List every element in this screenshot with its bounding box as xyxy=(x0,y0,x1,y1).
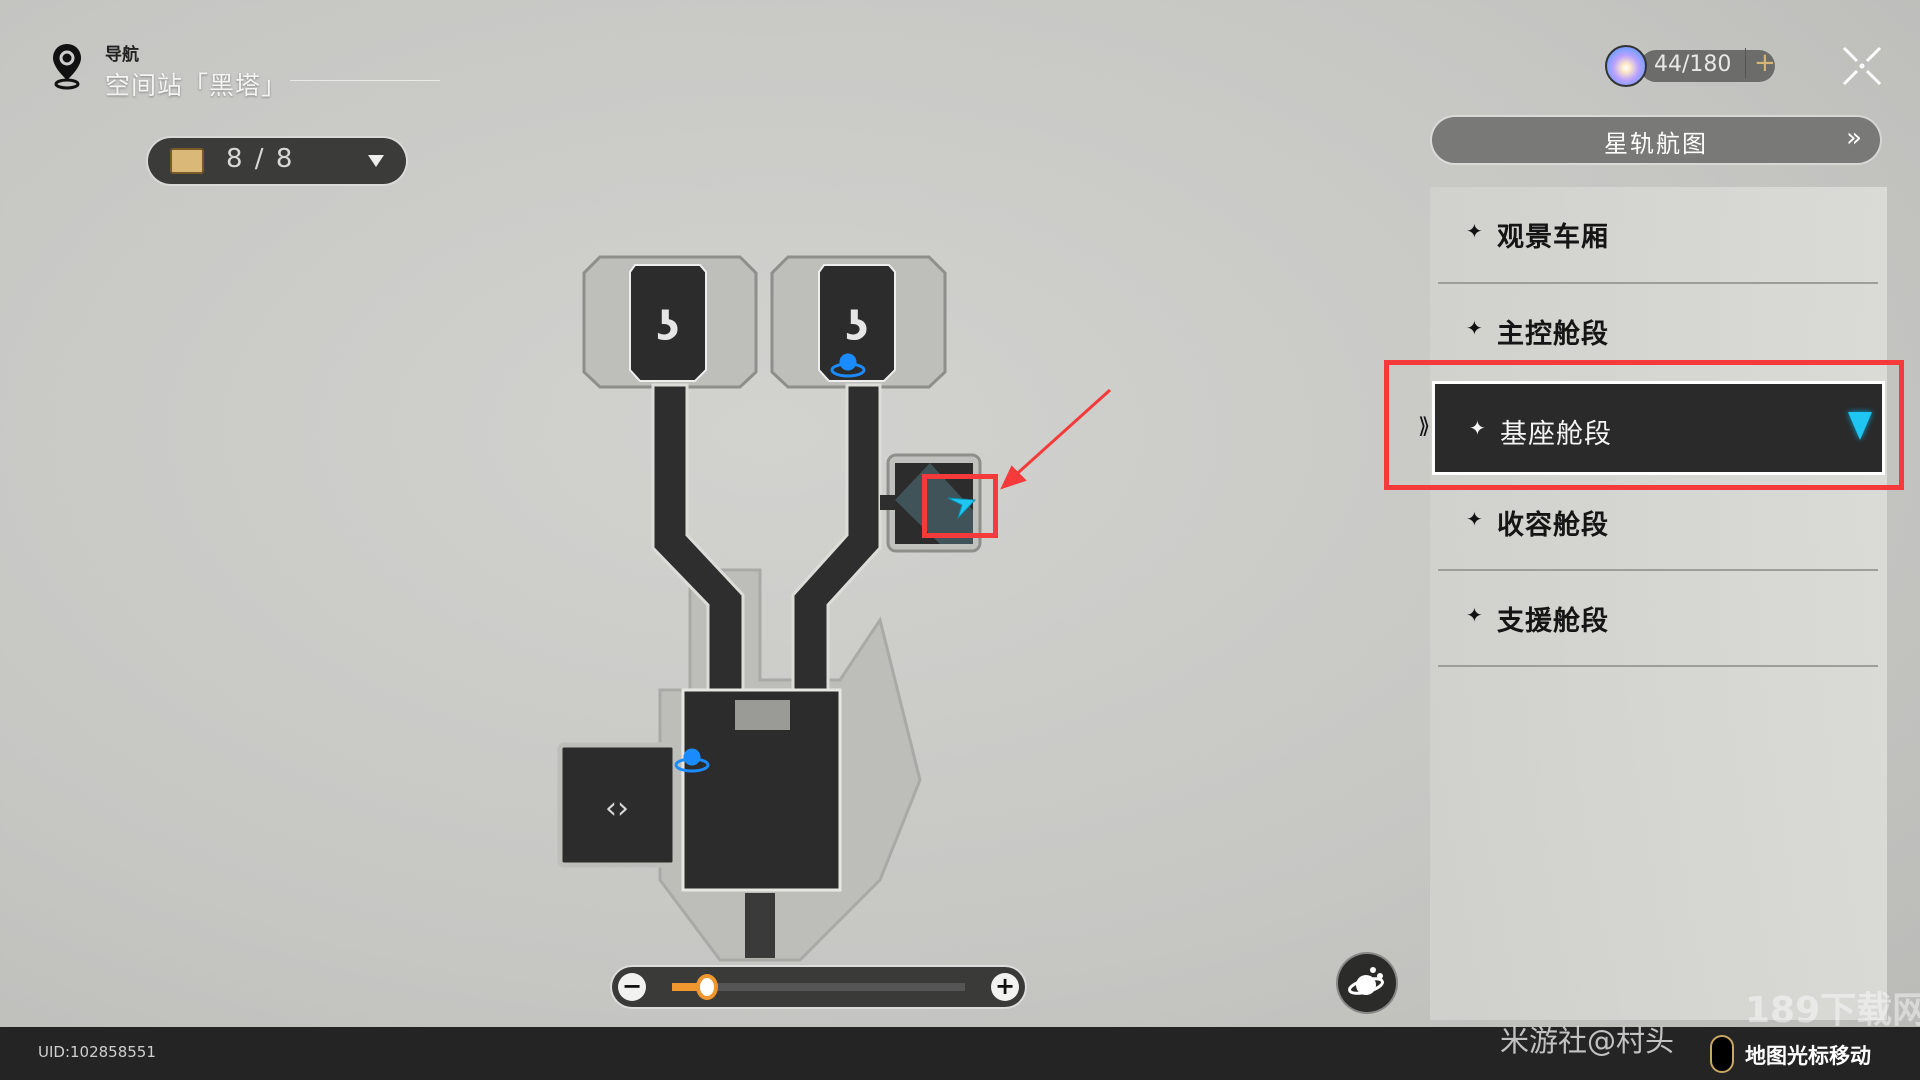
area-item-storage-zone[interactable]: ✦ 收容舱段 xyxy=(1432,475,1885,569)
star-icon: ✦ xyxy=(1466,507,1483,531)
zoom-in-button[interactable]: + xyxy=(991,973,1019,1001)
nav-label: 导航 xyxy=(105,45,139,65)
area-item-observation-car[interactable]: ✦ 观景车厢 xyxy=(1432,187,1885,281)
zoom-track[interactable] xyxy=(672,983,965,991)
area-item-label: 支援舱段 xyxy=(1497,606,1609,637)
star-icon: ✦ xyxy=(1466,603,1483,627)
zoom-handle[interactable] xyxy=(696,974,719,1000)
selected-marker-icon: ⟫ xyxy=(1418,414,1431,439)
watermark: 米游社@村头 xyxy=(1500,1024,1675,1058)
player-location-icon xyxy=(947,497,977,519)
annotation-box-menu xyxy=(1384,360,1904,490)
planet-icon[interactable] xyxy=(1338,954,1396,1012)
add-power-button[interactable]: + xyxy=(1745,48,1776,78)
zoom-out-button[interactable]: − xyxy=(618,973,646,1001)
divider xyxy=(1438,665,1878,667)
player-location-icon xyxy=(1848,412,1872,440)
zoom-slider[interactable]: − + xyxy=(612,967,1025,1007)
corridors xyxy=(651,383,882,692)
star-icon: ✦ xyxy=(1466,219,1483,243)
location-pin-icon xyxy=(53,44,81,90)
area-item-base-zone[interactable]: ✦ 基座舱段 xyxy=(1432,381,1885,475)
teleport-icon xyxy=(674,748,710,773)
caret-down-icon xyxy=(368,155,384,167)
room-left-top: ʖ xyxy=(582,255,758,389)
main-hall xyxy=(681,688,842,892)
treasure-chest-icon xyxy=(170,148,204,174)
annotation-box-map xyxy=(922,474,998,538)
zoom-fill xyxy=(672,983,708,991)
area-item-master-control-zone[interactable]: ✦ 主控舱段 xyxy=(1432,284,1885,378)
location-title: 空间站「黑塔」 xyxy=(105,71,288,100)
star-icon: ✦ xyxy=(1466,316,1483,340)
room-right-top: ʖ xyxy=(770,255,947,389)
area-item-label: 观景车厢 xyxy=(1497,222,1609,253)
divider xyxy=(1438,569,1878,571)
annotation-arrow xyxy=(1000,388,1112,490)
title-divider xyxy=(290,80,440,81)
area-item-supply-zone[interactable]: ✦ 支援舱段 xyxy=(1432,571,1885,665)
room-small-right xyxy=(880,453,982,553)
area-item-label: 主控舱段 xyxy=(1497,319,1609,350)
bottom-exit xyxy=(745,893,775,958)
star-icon: ✦ xyxy=(1469,416,1486,440)
control-hint: 地图光标移动 xyxy=(1745,1044,1871,1068)
chest-counter-dropdown[interactable]: 8 / 8 xyxy=(148,138,406,184)
svg-text:ʖ: ʖ xyxy=(657,304,680,350)
trailblaze-power-value: 44/180 xyxy=(1654,52,1732,77)
svg-text:ʖ: ʖ xyxy=(846,304,869,350)
room-left-bottom: ‹› xyxy=(557,742,678,868)
uid-label: UID:102858551 xyxy=(38,1043,156,1061)
teleport-icon xyxy=(830,353,866,378)
area-list-panel: ✦ 观景车厢 ✦ 主控舱段 ✦ 基座舱段 ✦ 收容舱段 ✦ 支援舱段 xyxy=(1430,187,1887,1020)
area-item-label: 基座舱段 xyxy=(1500,419,1612,450)
area-item-label: 收容舱段 xyxy=(1497,510,1609,541)
chest-count: 8 / 8 xyxy=(226,144,295,174)
close-icon[interactable] xyxy=(1840,45,1884,87)
watermark: 189下载网 xyxy=(1745,990,1920,1031)
trailblaze-power-counter xyxy=(1640,50,1775,82)
svg-text:‹›: ‹› xyxy=(605,791,629,826)
bottom-bar xyxy=(0,1027,1920,1080)
trailblaze-power-icon xyxy=(1605,45,1647,87)
star-rail-map-button[interactable]: 星轨航图 » xyxy=(1432,117,1880,163)
double-chevron-right-icon: » xyxy=(1846,123,1862,153)
star-rail-map-label: 星轨航图 xyxy=(1604,130,1708,158)
divider xyxy=(1438,282,1878,284)
mouse-icon xyxy=(1710,1035,1734,1073)
